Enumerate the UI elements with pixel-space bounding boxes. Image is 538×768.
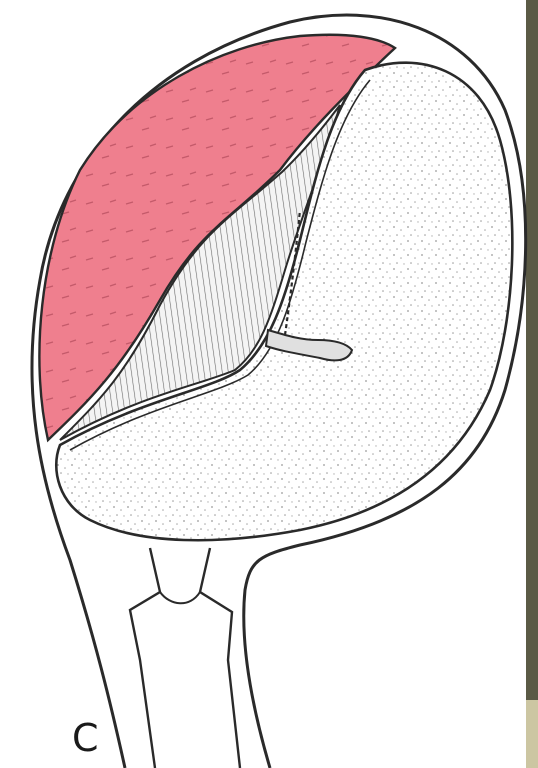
cervical-canal <box>130 548 240 768</box>
right-border-band <box>526 700 538 768</box>
cervical-plug <box>160 592 200 603</box>
panel-label: C <box>72 716 99 760</box>
right-border-strip <box>526 0 538 768</box>
